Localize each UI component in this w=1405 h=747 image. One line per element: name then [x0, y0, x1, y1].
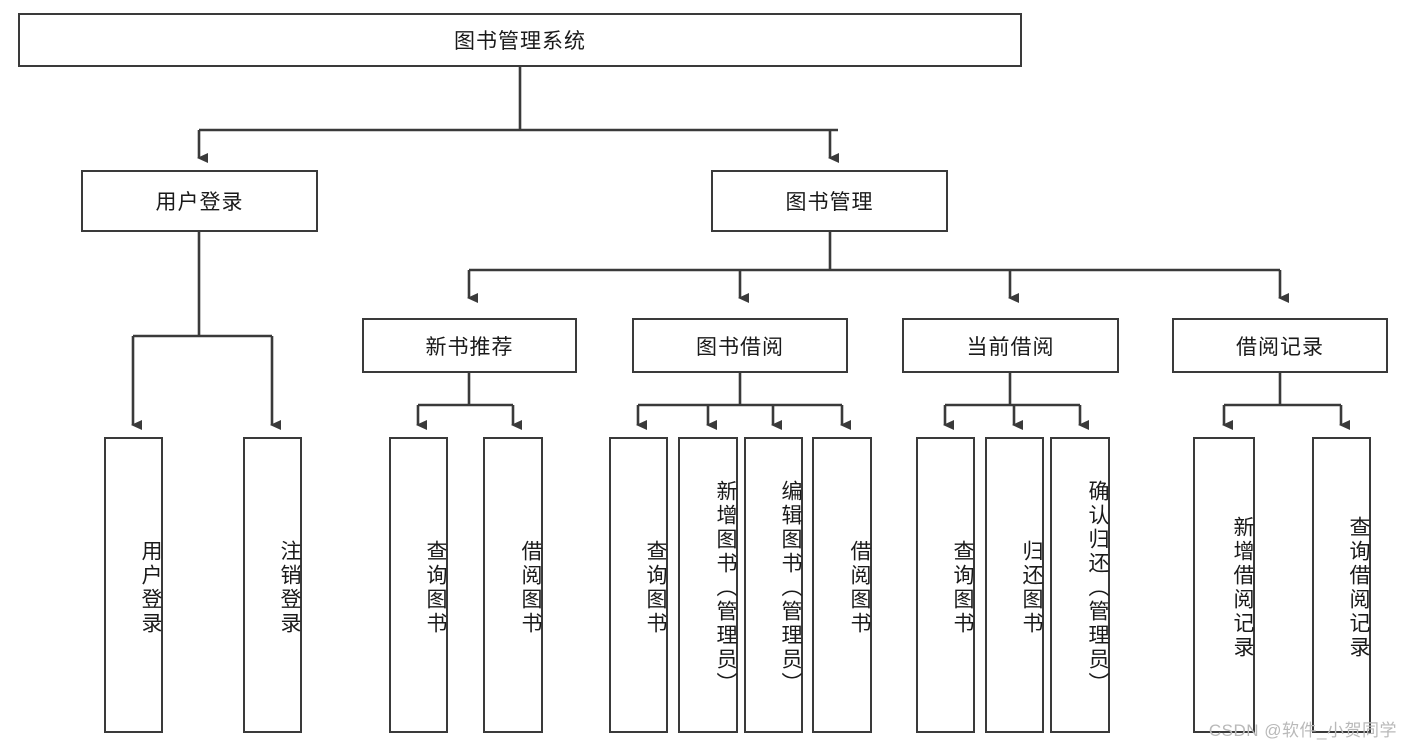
leaf-borrow-record-query-record[interactable]: 查询借阅记录 [1312, 437, 1371, 733]
leaf-user-login-login[interactable]: 用户登录 [104, 437, 163, 733]
node-label: 图书借阅 [696, 335, 784, 359]
node-root-book-management-system[interactable]: 图书管理系统 [18, 13, 1022, 67]
node-label: 确认归还（管理员） [1086, 480, 1109, 696]
node-new-book-recommend[interactable]: 新书推荐 [362, 318, 577, 373]
leaf-book-borrow-query-book[interactable]: 查询图书 [609, 437, 668, 733]
leaf-book-borrow-edit-book-admin[interactable]: 编辑图书（管理员） [744, 437, 803, 733]
node-label: 新增图书（管理员） [714, 480, 737, 696]
node-label: 图书管理 [785, 191, 874, 214]
node-label: 借阅图书 [848, 540, 871, 636]
node-label: 借阅图书 [519, 540, 542, 636]
node-label: 用户登录 [139, 540, 162, 636]
node-label: 注销登录 [278, 540, 301, 636]
node-label: 当前借阅 [966, 335, 1055, 359]
node-label: 查询图书 [644, 540, 667, 636]
leaf-current-borrow-return-book[interactable]: 归还图书 [985, 437, 1044, 733]
node-current-borrow[interactable]: 当前借阅 [902, 318, 1119, 373]
node-label: 用户登录 [155, 191, 244, 214]
leaf-book-borrow-add-book-admin[interactable]: 新增图书（管理员） [678, 437, 738, 733]
leaf-new-book-borrow-book[interactable]: 借阅图书 [483, 437, 543, 733]
leaf-borrow-record-add-record[interactable]: 新增借阅记录 [1193, 437, 1255, 733]
node-user-login[interactable]: 用户登录 [81, 170, 318, 232]
node-label: 新书推荐 [425, 335, 514, 359]
node-label: 查询借阅记录 [1347, 516, 1370, 660]
leaf-new-book-query-book[interactable]: 查询图书 [389, 437, 448, 733]
node-book-management[interactable]: 图书管理 [711, 170, 948, 232]
node-borrow-record[interactable]: 借阅记录 [1172, 318, 1388, 373]
leaf-book-borrow-borrow-book[interactable]: 借阅图书 [812, 437, 872, 733]
node-label: 新增借阅记录 [1231, 516, 1254, 660]
node-label: 查询图书 [951, 540, 974, 636]
node-label: 图书管理系统 [454, 30, 586, 53]
leaf-current-borrow-query-book[interactable]: 查询图书 [916, 437, 975, 733]
node-label: 借阅记录 [1236, 335, 1324, 359]
node-label: 归还图书 [1020, 540, 1043, 636]
node-label: 查询图书 [424, 540, 447, 636]
leaf-current-borrow-confirm-return-admin[interactable]: 确认归还（管理员） [1050, 437, 1110, 733]
node-label: 编辑图书（管理员） [779, 480, 802, 696]
node-book-borrow[interactable]: 图书借阅 [632, 318, 848, 373]
leaf-user-login-logout[interactable]: 注销登录 [243, 437, 302, 733]
